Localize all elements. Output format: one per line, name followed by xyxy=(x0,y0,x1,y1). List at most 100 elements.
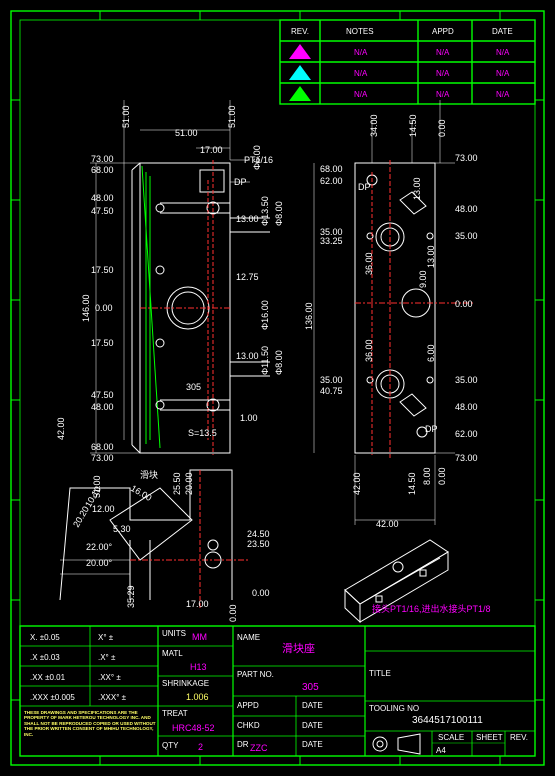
isometric-view xyxy=(344,539,449,624)
dim-label: 20.20 xyxy=(71,504,91,529)
dim-label: 36.00 xyxy=(364,252,374,275)
appd-date-label: DATE xyxy=(302,701,323,710)
tolerance-linear: .XX ±0.01 xyxy=(30,673,66,682)
dim-label: 12.00 xyxy=(92,504,115,514)
dim-label: 20.00° xyxy=(86,558,113,568)
appd-label: APPD xyxy=(237,701,259,710)
dim-label: 51.00 xyxy=(175,128,198,138)
dim-label: 17.50 xyxy=(91,265,114,275)
rev-row-date: N/A xyxy=(496,48,510,57)
tolerance-angular: X° ± xyxy=(98,633,114,642)
dim-label: 1.00 xyxy=(240,413,258,423)
dr-value: ZZC xyxy=(250,743,268,753)
title-block-text: X. ±0.05 X° ± .X ±0.03 .X° ± .XX ±0.01 .… xyxy=(24,629,528,755)
dim-label: 0.00 xyxy=(228,604,238,622)
dim-label: 35.00 xyxy=(320,375,343,385)
rev-row-appd: N/A xyxy=(436,48,450,57)
front-view-labels: 51.00 51.00 51.00 17.00 73.00 68.00 48.0… xyxy=(56,105,284,463)
dim-label: Φ6.00 xyxy=(252,145,262,170)
callout-label: DP xyxy=(358,182,371,192)
dim-label: 42.00 xyxy=(376,519,399,529)
dim-label: 9.00 xyxy=(418,270,428,288)
dim-label: 0.00 xyxy=(437,119,447,137)
rev-header-rev: REV. xyxy=(291,27,309,36)
dim-label: 6.00 xyxy=(426,344,436,362)
dim-label: 42.00 xyxy=(56,417,66,440)
dim-label: 47.50 xyxy=(91,390,114,400)
rev-header-date: DATE xyxy=(492,27,513,36)
shrinkage-label: SHRINKAGE xyxy=(162,679,209,688)
rev-triangle-icon xyxy=(289,86,311,101)
dim-label: 48.00 xyxy=(455,402,478,412)
dim-label: 62.00 xyxy=(320,176,343,186)
qty-label: QTY xyxy=(162,741,179,750)
dim-label: 17.50 xyxy=(91,338,114,348)
detail-view xyxy=(59,469,250,610)
rev-row-appd: N/A xyxy=(436,69,450,78)
tolerance-linear: .XXX ±0.005 xyxy=(30,693,75,702)
dim-label: 136.00 xyxy=(304,302,314,330)
tolerance-angular: .XXX° ± xyxy=(98,693,127,702)
dim-label: 14.50 xyxy=(407,472,417,495)
matl-value: H13 xyxy=(190,662,207,672)
units-label: UNITS xyxy=(162,629,186,638)
front-view xyxy=(90,100,270,455)
dim-label: 68.00 xyxy=(320,164,343,174)
dim-label: 14.50 xyxy=(408,114,418,137)
dim-label: Φ8.00 xyxy=(274,201,284,226)
dim-label: 73.00 xyxy=(455,153,478,163)
chkd-label: CHKD xyxy=(237,721,260,730)
title-block xyxy=(19,625,536,757)
callout-label: PT1/16 xyxy=(244,155,273,165)
part-no-label: PART NO. xyxy=(237,670,274,679)
dim-label: 48.00 xyxy=(91,193,114,203)
rev-triangle-icon xyxy=(289,44,311,59)
dim-label: 73.00 xyxy=(91,154,114,164)
dim-label: 68.00 xyxy=(91,442,114,452)
units-value: MM xyxy=(192,632,207,642)
rev-header-notes: NOTES xyxy=(346,27,374,36)
sheet-label: SHEET xyxy=(476,733,503,742)
dim-label: 62.00 xyxy=(455,429,478,439)
dim-label: 0.00 xyxy=(95,303,113,313)
treat-label: TREAT xyxy=(162,709,188,718)
dim-label: 23.50 xyxy=(247,539,270,549)
dim-label: 24.50 xyxy=(247,529,270,539)
dr-date-label: DATE xyxy=(302,740,323,749)
callout-label: DP xyxy=(234,177,247,187)
dim-label: 73.00 xyxy=(91,453,114,463)
dim-label: 12.75 xyxy=(236,272,259,282)
rev-label: REV. xyxy=(510,733,528,742)
rev-row-notes: N/A xyxy=(354,90,368,99)
title-label: TITLE xyxy=(369,669,391,678)
dim-label: 17.00 xyxy=(200,145,223,155)
dim-label: 47.50 xyxy=(91,206,114,216)
rev-triangle-icon xyxy=(289,65,311,80)
dim-label: 13.00 xyxy=(236,351,259,361)
dim-label: 33.25 xyxy=(320,236,343,246)
dim-label: 48.00 xyxy=(455,204,478,214)
rev-row-notes: N/A xyxy=(354,69,368,78)
part-no-value: 305 xyxy=(302,682,319,693)
dim-label: Φ11.50 xyxy=(260,346,270,375)
rev-row-appd: N/A xyxy=(436,90,450,99)
dim-label: 48.00 xyxy=(91,402,114,412)
dim-label: 0.00 xyxy=(455,299,473,309)
rev-row-notes: N/A xyxy=(354,48,368,57)
dim-label: Φ16.00 xyxy=(260,300,270,330)
dim-label: 35.00 xyxy=(455,375,478,385)
qty-value: 2 xyxy=(198,742,203,752)
name-value: 滑块座 xyxy=(282,641,315,655)
tolerance-linear: X. ±0.05 xyxy=(30,633,60,642)
treat-value: HRC48-52 xyxy=(172,723,215,733)
dim-label: 35.00 xyxy=(320,227,343,237)
tooling-no-value: 3644517100111 xyxy=(412,715,483,726)
dim-label: 68.00 xyxy=(91,165,114,175)
dim-label: 17.00 xyxy=(186,599,209,609)
dim-label: 34.00 xyxy=(369,114,379,137)
dim-label: 51.00 xyxy=(92,475,102,498)
proprietary-notice: THESE DRAWINGS AND SPECIFICATIONS ARE TH… xyxy=(24,710,156,737)
side-view xyxy=(313,100,475,525)
detail-view-labels: 51.00 20.20 10.10 16.00 12.00 5.30 22.00… xyxy=(71,469,269,622)
